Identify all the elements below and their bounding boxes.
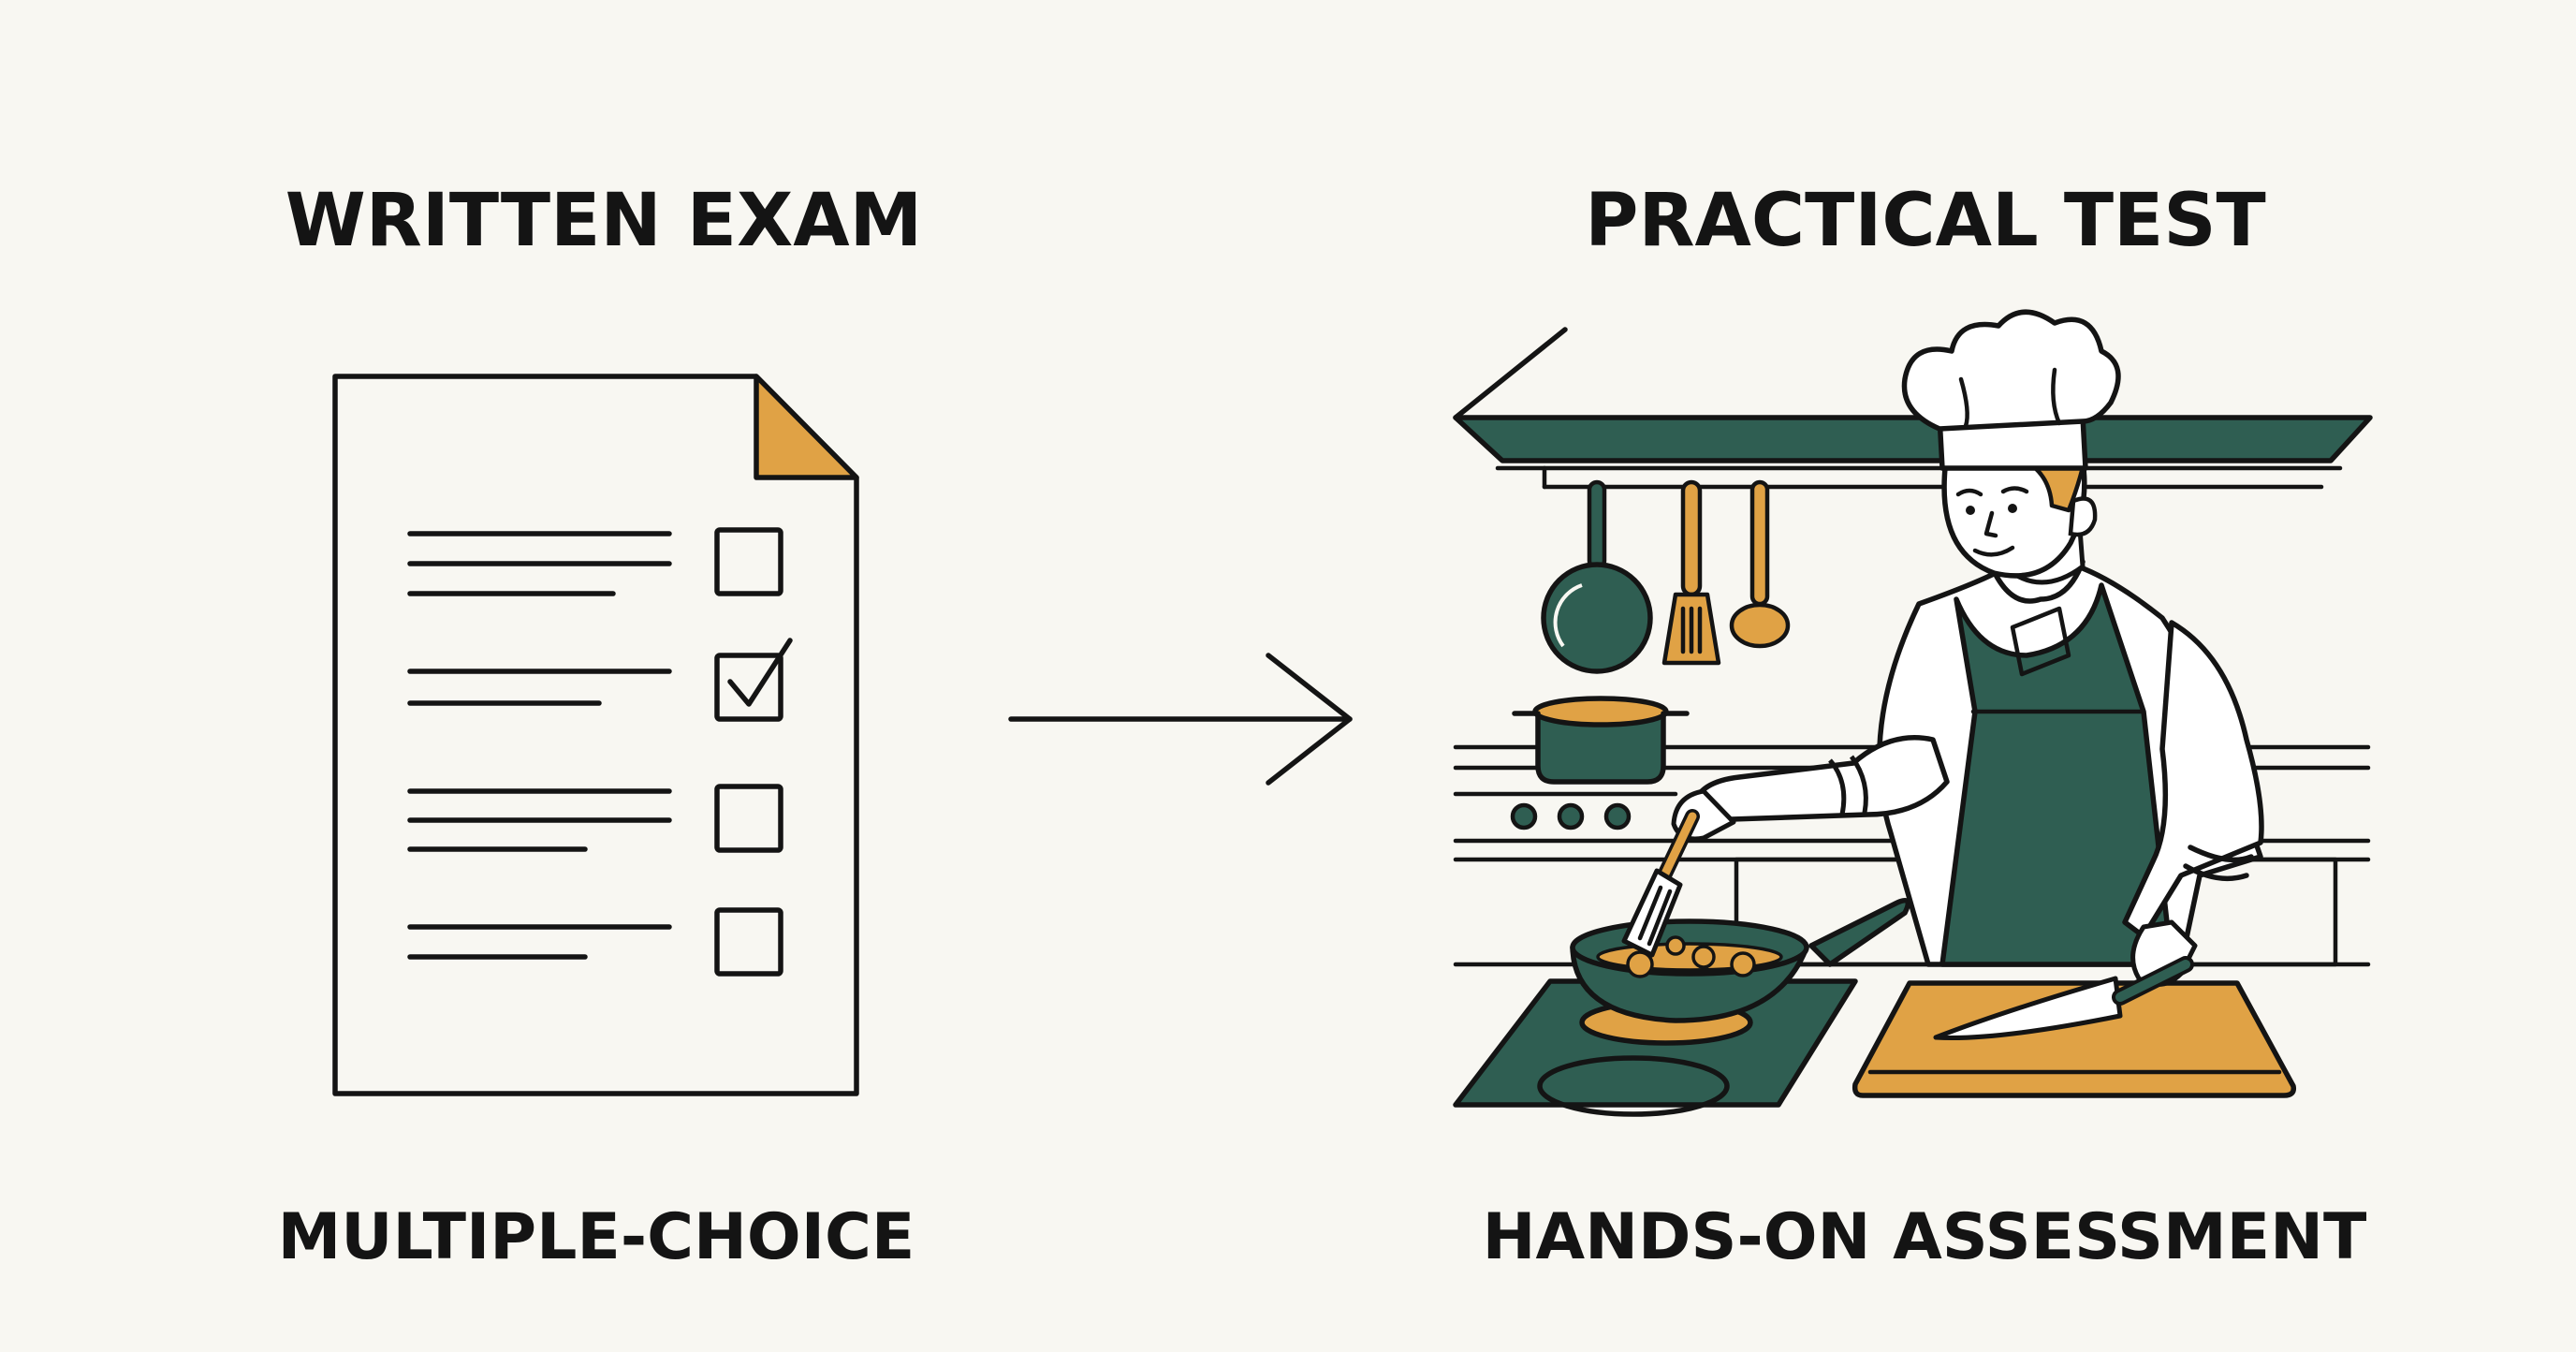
hanging-spatula-icon [1661, 479, 1721, 666]
frying-pan-icon [1570, 897, 1911, 1023]
chef-cooking-illustration [1453, 309, 2373, 1117]
hanging-pan-icon [1541, 479, 1653, 674]
chef-hat-icon [1901, 309, 2121, 471]
stock-pot-icon [1512, 696, 1690, 785]
cutting-board-icon [1852, 980, 2297, 1098]
checkbox-unchecked [714, 907, 783, 977]
written-exam-title: WRITTEN EXAM [285, 179, 922, 263]
checklist-row [407, 527, 783, 596]
hanging-ladle-icon [1729, 479, 1791, 649]
document-checklist-icon [332, 374, 859, 1096]
practical-test-title: PRACTICAL TEST [1585, 179, 2265, 263]
stove-knob [1603, 802, 1632, 830]
checkbox-unchecked [714, 784, 783, 853]
hanging-utensils [1541, 479, 1791, 674]
spatula-icon [1621, 809, 1700, 958]
checklist-row [407, 638, 793, 722]
arrow-right-icon [1008, 653, 1353, 786]
checklist-row [407, 907, 783, 977]
checkbox-unchecked [714, 527, 783, 596]
checkmark-icon [727, 638, 793, 707]
stove-knob [1557, 802, 1585, 830]
stove-knob [1510, 802, 1538, 830]
checklist-row [407, 784, 783, 853]
checkbox-checked [714, 653, 783, 722]
hands-on-assessment-caption: HANDS-ON ASSESSMENT [1483, 1200, 2367, 1274]
chef-figure [1621, 309, 2264, 1041]
chef-knife-icon [1933, 956, 2194, 1041]
multiple-choice-caption: MULTIPLE-CHOICE [278, 1200, 915, 1274]
